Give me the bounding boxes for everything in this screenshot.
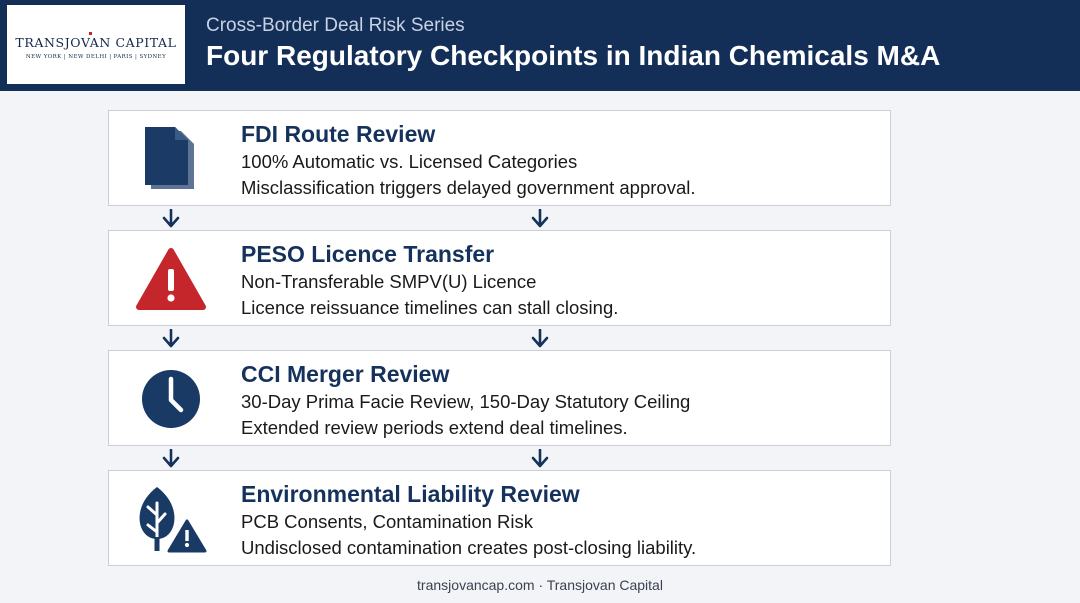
clock-icon (133, 365, 209, 433)
tree-warning-icon (133, 485, 209, 553)
document-icon (133, 125, 209, 193)
company-logo: TRANSJOVAN CAPITAL NEW YORK | NEW DELHI … (7, 5, 185, 84)
warning-icon (133, 245, 209, 313)
down-arrow-icon (530, 209, 550, 229)
down-arrow-icon (530, 329, 550, 349)
checkpoint-subtitle: 100% Automatic vs. Licensed Categories (241, 151, 578, 172)
checkpoint-risk: Misclassification triggers delayed gover… (241, 177, 696, 198)
logo-name: TRANSJOVAN CAPITAL (15, 35, 177, 50)
checkpoint-risk: Extended review periods extend deal time… (241, 417, 628, 438)
page-title: Four Regulatory Checkpoints in Indian Ch… (206, 40, 941, 71)
checkpoint-title: FDI Route Review (241, 121, 436, 147)
checkpoint-title: Environmental Liability Review (241, 481, 580, 507)
checkpoint-title: PESO Licence Transfer (241, 241, 495, 267)
logo-cities: NEW YORK | NEW DELHI | PARIS | SYDNEY (25, 54, 167, 60)
checkpoint-risk: Licence reissuance timelines can stall c… (241, 297, 619, 318)
down-arrow-icon (161, 449, 181, 469)
down-arrow-icon (161, 329, 181, 349)
logo-accent-mark (89, 32, 92, 35)
checkpoint-card-cci: CCI Merger Review 30-Day Prima Facie Rev… (108, 350, 891, 446)
checkpoint-subtitle: Non-Transferable SMPV(U) Licence (241, 271, 537, 292)
footer-text: transjovancap.com · Transjovan Capital (417, 577, 663, 593)
down-arrow-icon (161, 209, 181, 229)
series-label: Cross-Border Deal Risk Series (206, 15, 465, 36)
header-bar: TRANSJOVAN CAPITAL NEW YORK | NEW DELHI … (0, 0, 1080, 91)
checkpoint-card-peso: PESO Licence Transfer Non-Transferable S… (108, 230, 891, 326)
down-arrow-icon (530, 449, 550, 469)
checkpoint-card-environmental: Environmental Liability Review PCB Conse… (108, 470, 891, 566)
checkpoint-subtitle: 30-Day Prima Facie Review, 150-Day Statu… (241, 391, 691, 412)
checkpoint-title: CCI Merger Review (241, 361, 450, 387)
checkpoint-card-fdi: FDI Route Review 100% Automatic vs. Lice… (108, 110, 891, 206)
checkpoint-risk: Undisclosed contamination creates post-c… (241, 537, 697, 558)
checkpoint-subtitle: PCB Consents, Contamination Risk (241, 511, 534, 532)
